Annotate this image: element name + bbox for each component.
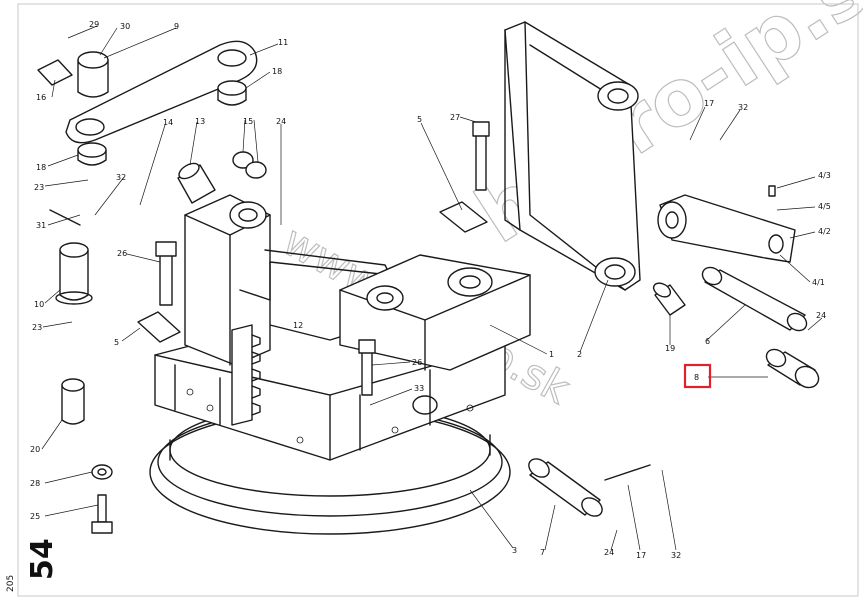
callout-1: 1 [549,350,554,359]
callout-17-bottom: 17 [636,551,646,560]
callout-2: 2 [577,350,582,359]
callout-10: 10 [34,300,44,309]
callout-32-bottom: 32 [671,551,681,560]
sheet-code: 205 [6,575,16,592]
callout-13: 13 [195,117,205,126]
left-upright-bracket [184,194,391,366]
pin-20 [61,378,85,425]
pin-10 [55,242,93,305]
plate-16 [37,59,73,86]
plate-5-left [137,311,181,343]
callout-18-left: 18 [36,163,46,172]
callout-7: 7 [540,548,545,557]
callout-19: 19 [665,344,675,353]
callout-24-right: 24 [816,311,826,320]
pin-6 [701,266,808,332]
callout-24-top: 24 [276,117,286,126]
callout-29: 29 [89,20,99,29]
leader-lines [41,25,823,551]
bush-18-top [217,80,247,106]
pin-7 [528,458,603,517]
bush-18-bottom [77,142,107,166]
rings-15 [232,151,267,179]
lever-4 [657,194,796,263]
plate-5-right [439,201,488,233]
callout-5-left: 5 [114,338,119,347]
callout-5-top: 5 [417,115,422,124]
callout-30: 30 [120,22,130,31]
callout-26-left: 26 [117,249,127,258]
bolt-27 [472,121,490,191]
callout-20: 20 [30,445,40,454]
bolt-26 [155,241,177,306]
bolt-25 [91,494,113,534]
page-number-group: 54 [25,538,60,580]
callout-4-3: 4/3 [818,171,831,180]
bush-9 [77,51,109,98]
page-number: 54 [25,538,60,580]
callout-33: 33 [414,384,424,393]
split-pin-31 [49,209,81,226]
sheet-code-group: 205 [6,575,16,592]
callout-23-top: 23 [34,183,44,192]
callout-23-left: 23 [32,323,42,332]
callout-11: 11 [278,38,288,47]
callout-28: 28 [30,479,40,488]
callout-9: 9 [174,22,179,31]
toothed-rack [231,324,261,426]
frame-border [17,3,859,597]
swing-post [504,21,641,291]
bolt-26-center [358,339,376,396]
callout-labels: 29 30 9 11 16 18 18 23 14 13 15 24 5 27 … [30,20,831,560]
bush-19 [652,282,686,316]
callout-6: 6 [705,337,710,346]
pin-13 [177,162,216,204]
callout-8: 8 [694,373,699,382]
callout-24-bottom: 24 [604,548,614,557]
callout-32-top: 32 [738,103,748,112]
split-pin-17 [604,464,651,481]
callout-27: 27 [450,113,460,122]
pin-8 [765,348,820,389]
callout-26-center: 26 [412,358,422,367]
bolt-4-3 [768,185,776,197]
callout-31: 31 [36,221,46,230]
callout-4-1: 4/1 [812,278,825,287]
highlight-box [683,363,712,389]
callout-17-top: 17 [704,99,714,108]
callout-12: 12 [293,321,303,330]
washer-28 [91,464,113,480]
callout-15: 15 [243,117,253,126]
top-link [65,40,258,144]
callout-25: 25 [30,512,40,521]
callout-32-left: 32 [116,173,126,182]
callout-4-5: 4/5 [818,202,831,211]
callout-18-top: 18 [272,67,282,76]
callout-14: 14 [163,118,173,127]
callout-3: 3 [512,546,517,555]
callout-4-2: 4/2 [818,227,831,236]
callout-16: 16 [36,93,46,102]
right-upright-bracket [339,254,531,371]
